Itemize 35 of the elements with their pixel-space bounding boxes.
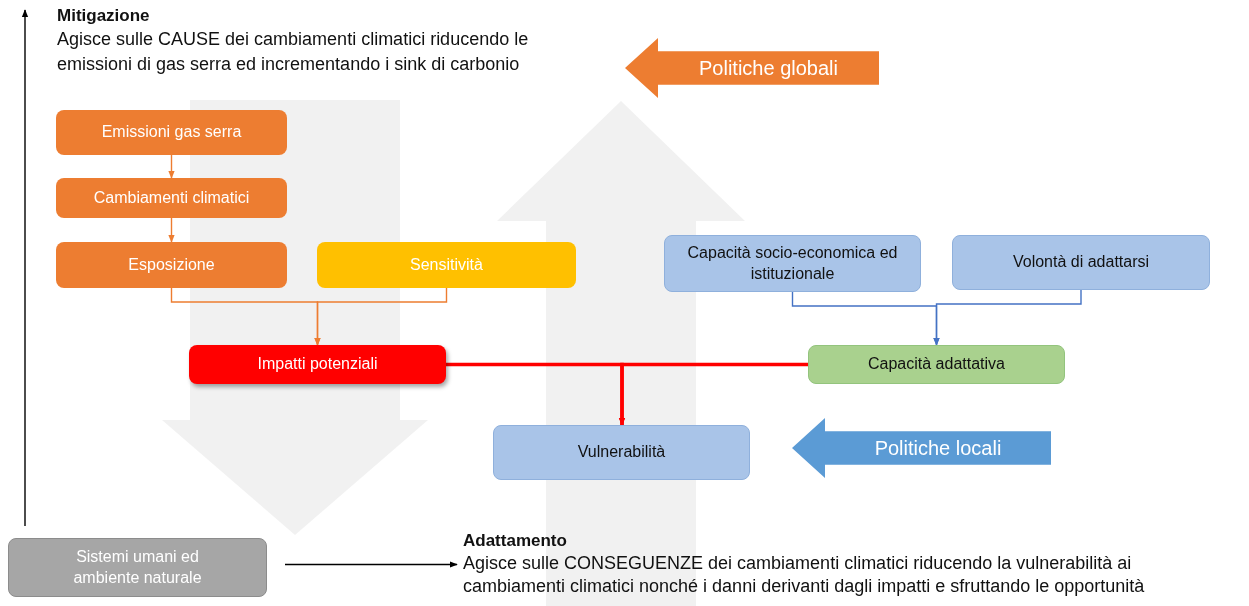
pointer-banner xyxy=(792,418,1051,478)
heading: Mitigazione xyxy=(57,5,151,27)
node-label: Emissioni gas serra xyxy=(101,122,242,143)
node-label: Vulnerabilità xyxy=(577,442,666,463)
node-label: Impatti potenziali xyxy=(257,354,378,375)
description-text: Agisce sulle CAUSE dei cambiamenti climatici riducendo le emissioni di gas serra ed incrementando i sink di carbonio xyxy=(57,28,530,77)
node-label: Esposizione xyxy=(128,254,215,275)
process-box xyxy=(664,235,921,292)
node-label: Capacità socio-economica ed istituzionale xyxy=(686,242,899,284)
arrow xyxy=(168,217,175,243)
process-box xyxy=(8,538,267,597)
process-box xyxy=(952,235,1210,290)
heading: Adattamento xyxy=(463,530,568,552)
node-label: Cambiamenti climatici xyxy=(93,187,250,208)
process-box xyxy=(808,345,1065,384)
process-box xyxy=(56,110,287,155)
arrow xyxy=(618,362,808,426)
arrow xyxy=(21,9,29,527)
node-label: Capacità adattativa xyxy=(868,354,1005,375)
node-label: Sensitività xyxy=(410,254,483,275)
arrow xyxy=(933,289,1082,346)
description-text: Agisce sulle CONSEGUENZE dei cambiamenti climatici riducendo la vulnerabilità ai cambiamenti climatici nonché i danni derivanti dagli impatti e sfruttando le opportunità xyxy=(463,552,1146,599)
arrow xyxy=(314,287,448,346)
node-label: Politiche globali xyxy=(699,56,838,81)
process-box xyxy=(56,242,287,288)
node-label: Volontà di adattarsi xyxy=(1012,252,1150,273)
process-box xyxy=(493,425,750,480)
node-label: Sistemi umani ed ambiente naturale xyxy=(72,546,203,588)
arrow xyxy=(284,561,458,568)
arrow xyxy=(168,154,175,179)
process-box xyxy=(189,345,446,384)
node-label: Politiche locali xyxy=(874,436,1002,461)
pointer-banner xyxy=(625,38,879,98)
process-box xyxy=(317,242,576,288)
process-box xyxy=(56,178,287,218)
